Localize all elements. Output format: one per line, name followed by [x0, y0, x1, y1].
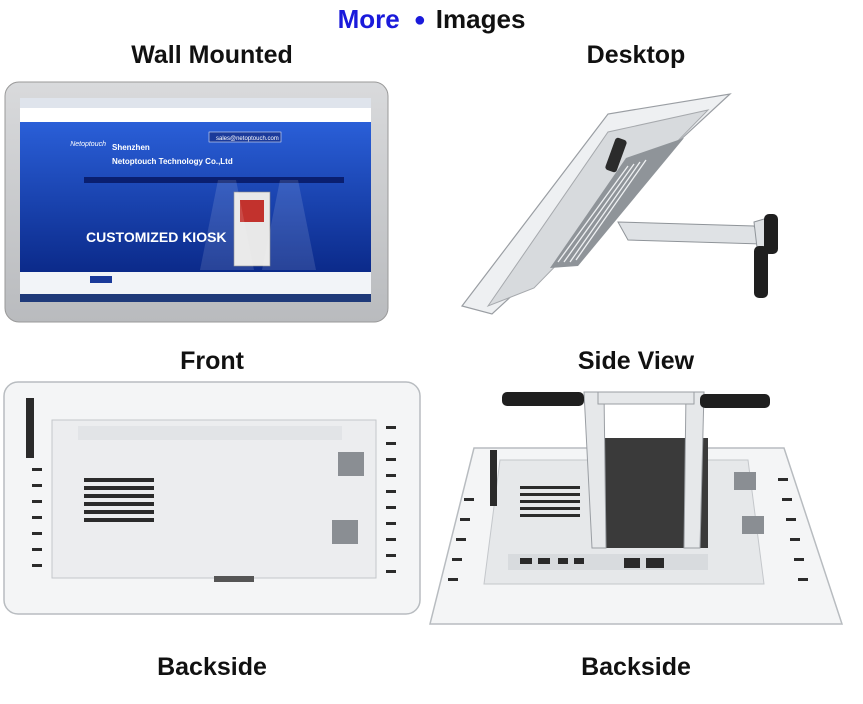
caption-wall-mounted: Wall Mounted — [131, 41, 293, 69]
caption-backside-left: Backside — [157, 653, 267, 681]
desktop-stand-photo — [460, 93, 778, 315]
screen-city: Shenzhen — [112, 143, 150, 152]
screen-email: sales@netoptouch.com — [216, 136, 279, 142]
page-header: More ● Images — [0, 2, 863, 39]
caption-front: Front — [180, 347, 244, 375]
more-label[interactable]: More — [337, 4, 400, 34]
caption-desktop: Desktop — [586, 41, 686, 69]
caption-side-view: Side View — [577, 347, 695, 375]
backside-photo-left — [3, 381, 421, 615]
caption-backside-right: Backside — [581, 653, 691, 681]
bullet-icon: ● — [413, 9, 426, 31]
backside-photo-right — [429, 391, 844, 625]
images-label: Images — [435, 4, 526, 34]
screen-logo: Netoptouch — [70, 141, 106, 148]
screen-company: Netoptouch Technology Co.,Ltd — [112, 157, 233, 166]
wall-mounted-monitor-photo: Shenzhen Netoptouch Technology Co.,Ltd N… — [4, 81, 389, 323]
screen-banner: CUSTOMIZED KIOSK — [86, 229, 227, 245]
